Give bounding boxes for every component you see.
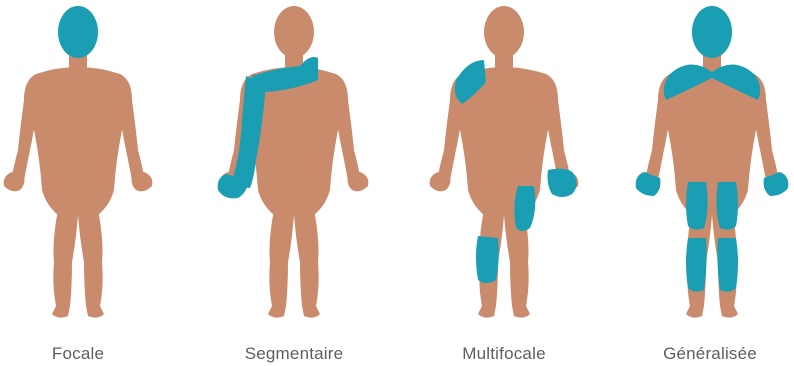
highlight-shin-right bbox=[717, 238, 738, 292]
body-silhouette-focale bbox=[0, 0, 158, 330]
label-segmentaire: Segmentaire bbox=[194, 344, 394, 364]
highlight-thigh-right bbox=[716, 182, 738, 230]
highlight-thigh-left bbox=[686, 182, 708, 230]
figure-focale bbox=[0, 0, 158, 330]
highlight-shin bbox=[476, 236, 499, 283]
highlight-hand bbox=[548, 169, 577, 197]
body-silhouette-generalisee bbox=[632, 0, 792, 330]
highlight-thigh bbox=[514, 186, 535, 231]
highlight-head bbox=[58, 6, 98, 58]
label-focale: Focale bbox=[0, 344, 178, 364]
figure-multifocale bbox=[424, 0, 584, 330]
highlight-head bbox=[692, 6, 732, 58]
body-silhouette-multifocale bbox=[424, 0, 584, 330]
label-generalisee: Généralisée bbox=[610, 344, 794, 364]
highlight-shin-left bbox=[686, 238, 707, 292]
figure-segmentaire bbox=[214, 0, 374, 330]
label-multifocale: Multifocale bbox=[404, 344, 604, 364]
figure-generalisee bbox=[632, 0, 792, 330]
body-silhouette-segmentaire bbox=[214, 0, 374, 330]
